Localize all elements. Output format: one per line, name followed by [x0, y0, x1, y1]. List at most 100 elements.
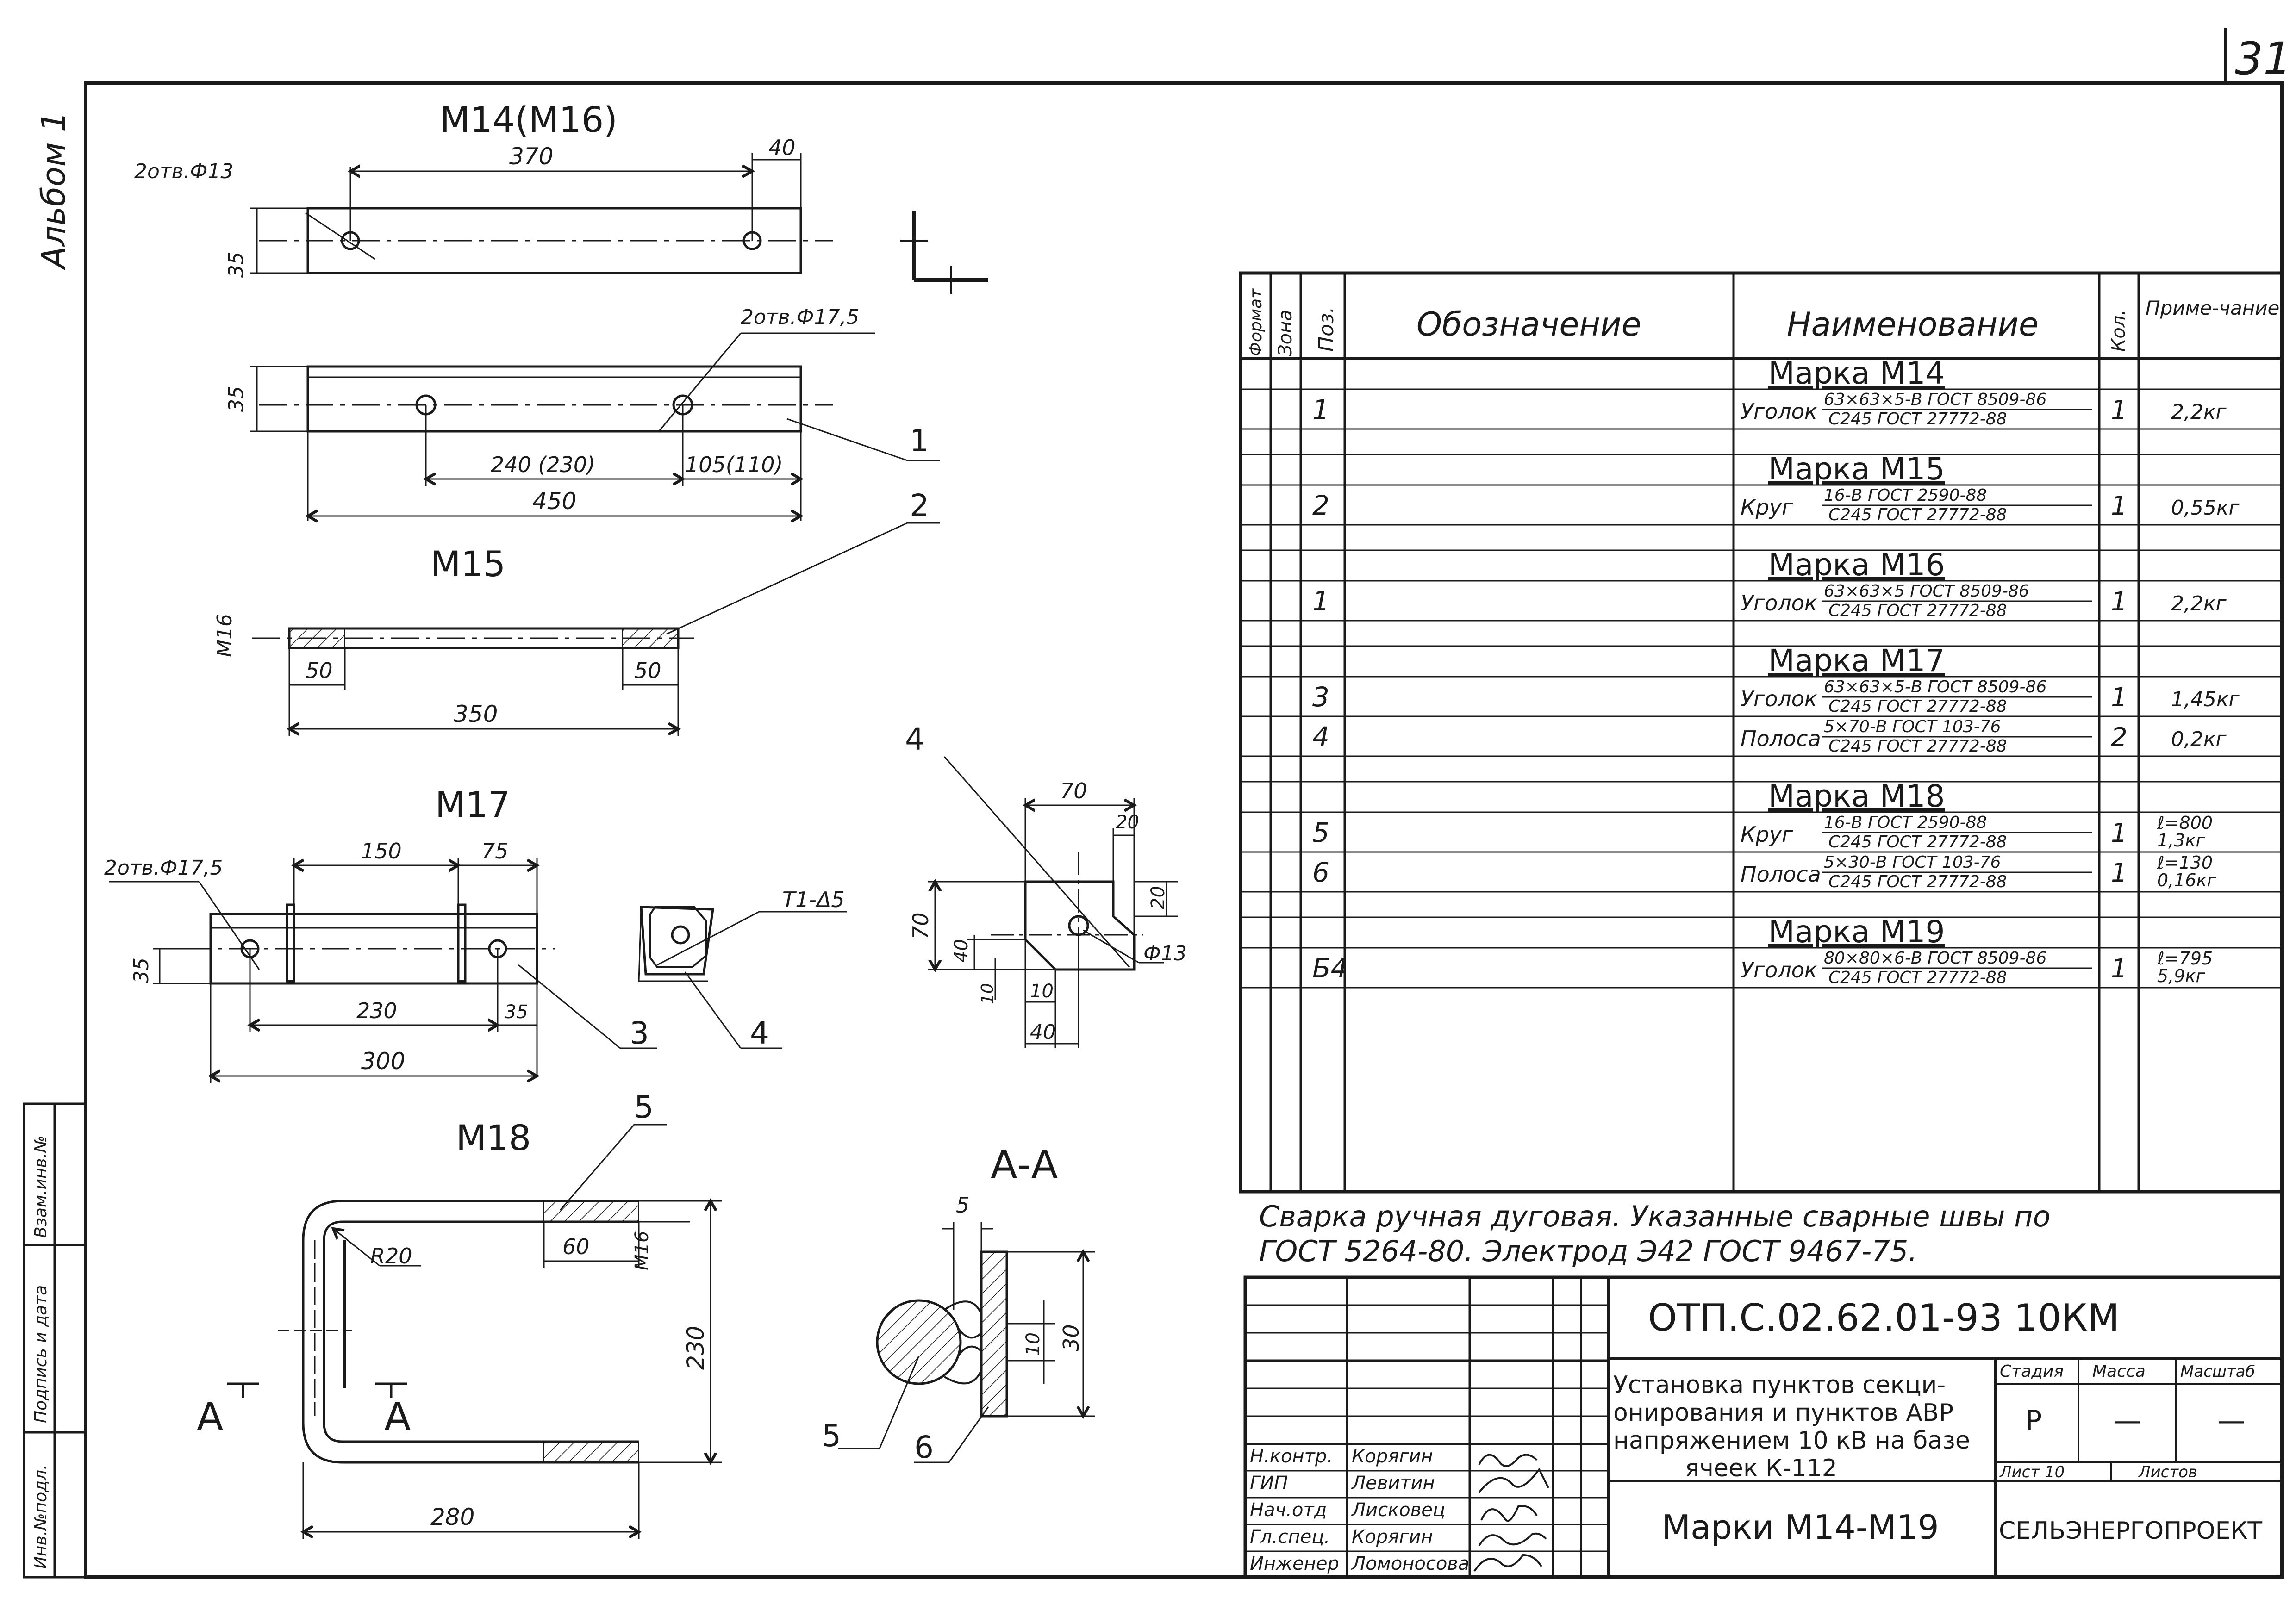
- m14-position-1: 1: [910, 423, 929, 459]
- plate-position-4: 4: [905, 721, 924, 757]
- drawing-m15: [252, 522, 940, 736]
- spec-row-note: 2,2кг: [2171, 592, 2227, 616]
- m15-side-m16: М16: [213, 614, 237, 657]
- plate-hole-13: Ф13: [1143, 942, 1187, 965]
- m15-title: М15: [430, 543, 505, 585]
- spec-row-qty: 1: [2111, 491, 2128, 521]
- spec-row-profile: 63×63×5-В ГОСТ 8509-86: [1824, 390, 2046, 409]
- spec-row-qty: 1: [2111, 587, 2128, 617]
- spec-mark-heading: Марка М16: [1768, 547, 1945, 583]
- spec-row-pos: 3: [1312, 681, 1329, 713]
- spec-row-item: Полоса: [1741, 726, 1821, 751]
- section-title: А-А: [991, 1142, 1058, 1187]
- spec-row-item: Полоса: [1741, 862, 1821, 887]
- m17-holes: 2отв.Ф17,5: [104, 856, 223, 880]
- album-label: Альбом 1: [35, 112, 73, 270]
- signer-name: Ломоносова: [1351, 1553, 1469, 1574]
- m17-dim-75: 75: [481, 839, 509, 864]
- signer-role: Инженер: [1250, 1553, 1339, 1574]
- spec-header-designation: Обозначение: [1416, 305, 1641, 343]
- spec-header-format: Формат: [1247, 288, 1266, 356]
- spec-row-profile: 63×63×5-В ГОСТ 8509-86: [1824, 678, 2046, 696]
- spec-row-pos: 1: [1312, 585, 1329, 617]
- spec-row-note: 2,2кг: [2171, 400, 2227, 424]
- spec-row-item: Круг: [1741, 822, 1793, 847]
- spec-table-grid: [1239, 271, 2284, 1194]
- title-line-1: Установка пунктов секци-: [1613, 1371, 1946, 1399]
- drawing-section-aa: [838, 1222, 1095, 1463]
- spec-row-item: Уголок: [1741, 399, 1817, 424]
- section-dim-5: 5: [956, 1193, 969, 1218]
- drawing-m17: [109, 858, 847, 1083]
- title-line-4: ячеек К-112: [1685, 1455, 1837, 1482]
- signer-role: Н.контр.: [1250, 1446, 1333, 1467]
- m14-dim-450: 450: [532, 488, 576, 515]
- m17-dim-300: 300: [361, 1048, 405, 1075]
- drawing-plate-4: [928, 756, 1178, 1048]
- stage-value: Р: [2025, 1405, 2042, 1437]
- sheets-label: Листов: [2138, 1463, 2197, 1481]
- sheet-number: 31: [2235, 33, 2291, 85]
- sheet-title: Марки М14-М19: [1662, 1508, 1939, 1547]
- spec-row-length: ℓ=130: [2157, 852, 2213, 873]
- spec-row-pos: 2: [1312, 490, 1329, 521]
- spec-row-mass: 0,16кг: [2157, 870, 2217, 890]
- spec-row-mass: 1,3кг: [2157, 830, 2205, 851]
- m17-weld-mark: Т1-Δ5: [782, 887, 845, 912]
- plate-dim-20b: 20: [1148, 886, 1169, 909]
- mass-value: —: [2113, 1405, 2141, 1437]
- signer-name: Корягин: [1352, 1446, 1433, 1467]
- m17-dim-150: 150: [361, 839, 402, 864]
- drawing-m14: [250, 153, 988, 521]
- spec-row-pos: Б4: [1312, 952, 1348, 984]
- spec-row-profile: 63×63×5 ГОСТ 8509-86: [1824, 582, 2029, 601]
- spec-row-pos: 5: [1312, 817, 1329, 848]
- spec-row-profile: 5×30-В ГОСТ 103-76: [1824, 853, 2001, 872]
- m15-dim-50a: 50: [306, 658, 333, 683]
- spec-row-material: С245 ГОСТ 27772-88: [1828, 505, 2007, 524]
- m18-title: М18: [456, 1117, 531, 1158]
- m15-dim-350: 350: [454, 701, 498, 728]
- m14-dim-105: 105(110): [685, 452, 783, 477]
- plate-dim-10h: 10: [1030, 981, 1054, 1002]
- spec-row-pos: 4: [1312, 721, 1329, 752]
- spec-row-pos: 1: [1312, 394, 1329, 425]
- spec-row-material: С245 ГОСТ 27772-88: [1828, 833, 2007, 852]
- spec-row-profile: 5×70-В ГОСТ 103-76: [1824, 717, 2001, 736]
- spec-row-material: С245 ГОСТ 27772-88: [1828, 410, 2007, 429]
- m15-dim-50b: 50: [634, 658, 661, 683]
- m18-dim-60: 60: [562, 1234, 590, 1259]
- plate-dim-10v: 10: [978, 983, 997, 1004]
- plate-dim-20a: 20: [1116, 812, 1139, 833]
- section-dim-10: 10: [1023, 1332, 1044, 1356]
- signer-role: Нач.отд: [1250, 1499, 1327, 1521]
- spec-row-note: 1,45кг: [2171, 688, 2240, 711]
- spec-row-material: С245 ГОСТ 27772-88: [1828, 601, 2007, 620]
- scale-label: Масштаб: [2180, 1362, 2255, 1381]
- spec-header-zone: Зона: [1275, 310, 1296, 356]
- spec-header-name: Наименование: [1787, 305, 2039, 343]
- side-stamp-replace: Взам.инв.№: [31, 1135, 50, 1238]
- side-stamp-inv: Инв.№подл.: [31, 1465, 50, 1569]
- spec-row-item: Уголок: [1741, 591, 1817, 616]
- spec-mark-heading: Марка М14: [1768, 355, 1945, 391]
- spec-row-mass: 5,9кг: [2157, 966, 2205, 986]
- m14-holes-175: 2отв.Ф17,5: [741, 305, 859, 329]
- title-line-2: онирования и пунктов АВР: [1613, 1399, 1953, 1427]
- m18-position-5: 5: [634, 1089, 654, 1125]
- spec-row-profile: 16-В ГОСТ 2590-88: [1824, 813, 1987, 832]
- spec-header-pos: Поз.: [1315, 307, 1338, 352]
- note-line-1: Сварка ручная дуговая. Указанные сварные…: [1259, 1200, 2051, 1233]
- scale-value: —: [2217, 1405, 2245, 1437]
- m14-holes-13: 2отв.Ф13: [134, 160, 233, 183]
- signer-name: Корягин: [1352, 1526, 1433, 1548]
- m17-position-4: 4: [750, 1015, 769, 1051]
- spec-row-length: ℓ=800: [2157, 813, 2213, 833]
- spec-row-qty: 1: [2111, 858, 2128, 888]
- spec-row-length: ℓ=795: [2157, 948, 2213, 969]
- spec-mark-heading: Марка М18: [1768, 778, 1945, 814]
- spec-row-item: Круг: [1741, 495, 1793, 520]
- plate-dim-70: 70: [1060, 778, 1087, 803]
- m15-position-2: 2: [910, 488, 929, 523]
